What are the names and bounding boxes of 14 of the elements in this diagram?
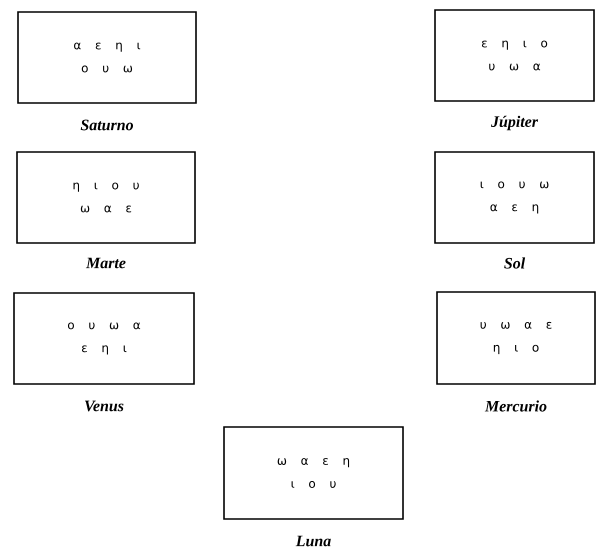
caption-label: Júpiter <box>491 116 538 130</box>
letter-box: υ ω α ε η ι ο <box>436 291 596 385</box>
letter-box: ε η ι ο υ ω α <box>434 9 595 102</box>
letter-box: ω α ε η ι ο υ <box>223 426 404 520</box>
caption-label: Marte <box>86 258 126 268</box>
letter-box: ο υ ω α ε η ι <box>13 292 195 385</box>
letter-box: ι ο υ ω α ε η <box>434 151 595 244</box>
caption-label: Mercurio <box>484 400 546 412</box>
caption-label: Saturno <box>80 120 134 130</box>
caption-label: Venus <box>85 400 124 412</box>
caption-label: Sol <box>504 257 526 269</box>
letter-box: η ι ο υ ω α ε <box>16 151 196 244</box>
letter-box: α ε η ι ο υ ω <box>17 11 197 104</box>
caption-label: Luna <box>296 536 331 546</box>
